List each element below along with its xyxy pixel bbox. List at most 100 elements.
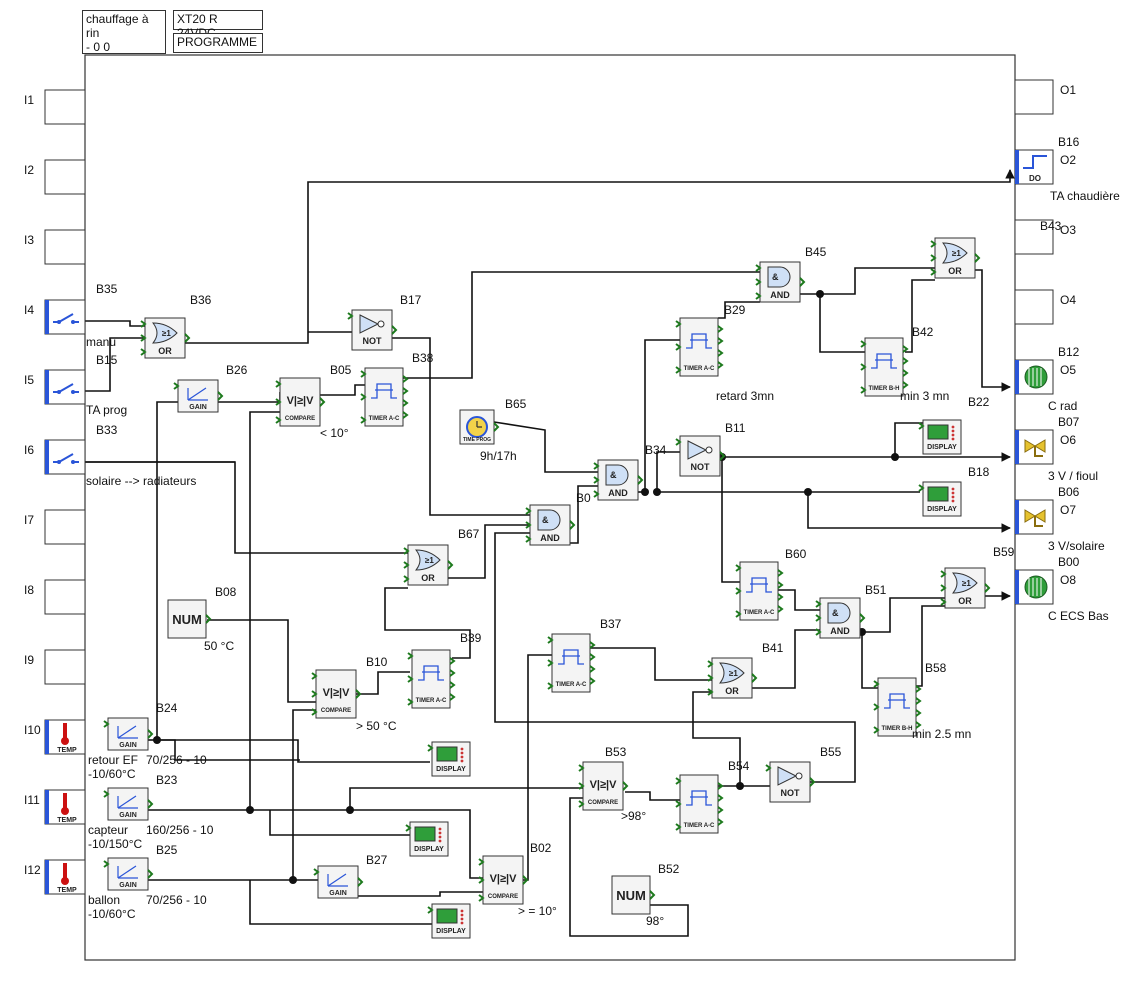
not-block-b17[interactable] xyxy=(351,309,393,351)
compare-block-b05[interactable] xyxy=(279,377,321,427)
block-id-b16: B16 xyxy=(1058,135,1080,149)
gain-block-b23[interactable] xyxy=(107,787,149,821)
block-id-b02: B02 xyxy=(530,841,552,855)
or-gate-label: OR xyxy=(725,686,739,696)
switch-b33[interactable] xyxy=(46,441,84,473)
input-pin xyxy=(735,610,742,618)
num-block-b08[interactable] xyxy=(167,599,207,639)
output-bar-icon xyxy=(1015,150,1019,184)
input-pin xyxy=(755,278,762,286)
output-pin xyxy=(649,890,656,900)
labels: I1I2I3I4I5I6I7I8I9I10I11I12O1O2O3O4O5O6O… xyxy=(24,83,1120,928)
compare-block-b10[interactable] xyxy=(315,669,357,719)
do-label: DO xyxy=(1029,174,1041,183)
temp-bar-icon xyxy=(45,860,49,894)
annotation-b05-compare: < 10° xyxy=(320,426,349,440)
switch-b35[interactable] xyxy=(46,301,84,333)
switch-b15[interactable] xyxy=(46,371,84,403)
desc-b15: TA prog xyxy=(86,403,127,417)
output-pin xyxy=(777,605,784,613)
block-id-b43: B43 xyxy=(1040,219,1062,233)
input-label-i4: I4 xyxy=(24,303,34,317)
and-gate-label: AND xyxy=(608,488,628,498)
gain-block-b26[interactable] xyxy=(177,379,219,413)
and-gate-icon xyxy=(767,266,791,288)
timer-label: TIMER A-C xyxy=(369,416,400,422)
block-id-b07: B07 xyxy=(1058,415,1080,429)
timer-block-b58[interactable] xyxy=(877,677,917,737)
gain-block-b27[interactable] xyxy=(317,865,359,899)
output-label-o8: O8 xyxy=(1060,573,1076,587)
input-pin xyxy=(407,675,414,683)
wire xyxy=(590,647,712,681)
annotation-b52-value: 98° xyxy=(646,914,664,928)
block-id-b24: B24 xyxy=(156,701,178,715)
display-key-icon xyxy=(460,751,464,755)
input-label-i12: I12 xyxy=(24,863,41,877)
wire xyxy=(392,337,530,516)
block-id-b00: B00 xyxy=(1058,555,1080,569)
input-terminal-i7[interactable] xyxy=(44,509,86,545)
switch-contact-icon xyxy=(71,460,75,464)
gain-block-b24[interactable] xyxy=(107,717,149,751)
annotation-b08-value: 50 °C xyxy=(204,639,234,653)
output-pin xyxy=(147,869,154,879)
block-id-b36: B36 xyxy=(190,293,212,307)
or-gate-symbol: ≥1 xyxy=(162,329,171,338)
block-id-b42: B42 xyxy=(912,325,934,339)
switch-contact-icon xyxy=(57,460,61,464)
timer-block-b37[interactable] xyxy=(551,633,591,693)
input-pin xyxy=(675,320,682,328)
output-pin xyxy=(915,685,922,693)
input-label-i6: I6 xyxy=(24,443,34,457)
gain-label: GAIN xyxy=(119,742,137,749)
project-version: - 0 0 xyxy=(86,40,111,54)
input-label-i2: I2 xyxy=(24,163,34,177)
input-terminal-i9[interactable] xyxy=(44,649,86,685)
range-b25: -10/60°C xyxy=(88,907,136,921)
timer-block-b60[interactable] xyxy=(739,561,779,621)
display-label: DISPLAY xyxy=(927,444,957,451)
input-terminal-i8[interactable] xyxy=(44,579,86,615)
block-id-b26: B26 xyxy=(226,363,248,377)
num-block-b52[interactable] xyxy=(611,875,651,915)
timer-block-b05[interactable] xyxy=(364,367,404,427)
timer-block-b29[interactable] xyxy=(679,317,719,377)
input-terminal-i1[interactable] xyxy=(44,89,86,125)
input-terminal-i3[interactable] xyxy=(44,229,86,265)
gain-label: GAIN xyxy=(189,404,207,411)
compare-label: COMPARE xyxy=(285,416,315,422)
gain-block-b25[interactable] xyxy=(107,857,149,891)
input-pin xyxy=(930,240,937,248)
compare-block-b53[interactable] xyxy=(582,761,624,811)
or-gate-symbol: ≥1 xyxy=(962,579,971,588)
not-block-b55[interactable] xyxy=(769,761,811,803)
wire xyxy=(807,492,1011,533)
wire xyxy=(861,632,878,689)
output-bar-icon xyxy=(1015,430,1019,464)
motor-icon xyxy=(1024,365,1048,389)
output-terminal-o1[interactable] xyxy=(1014,79,1054,115)
temp-label: TEMP xyxy=(57,817,77,824)
gain-icon xyxy=(117,865,138,879)
display-key-icon xyxy=(438,831,442,835)
and-gate-symbol: & xyxy=(610,470,617,480)
block-id-b51: B51 xyxy=(865,583,887,597)
input-terminal-i2[interactable] xyxy=(44,159,86,195)
output-terminal-o3[interactable] xyxy=(1014,219,1054,255)
desc-b23: capteur xyxy=(88,823,128,837)
output-pin xyxy=(637,475,644,485)
timer-block-b39[interactable] xyxy=(411,649,451,709)
output-pin xyxy=(717,782,724,790)
output-terminal-o4[interactable] xyxy=(1014,289,1054,325)
input-pin xyxy=(930,254,937,262)
output-pin xyxy=(589,653,596,661)
display-label: DISPLAY xyxy=(436,928,466,935)
output-pin xyxy=(205,614,212,624)
output-label-o1: O1 xyxy=(1060,83,1076,97)
or-gate-label: OR xyxy=(158,346,172,356)
thermometer-bulb-icon xyxy=(61,737,69,745)
not-block-b11[interactable] xyxy=(679,435,721,477)
timer-block-b42[interactable] xyxy=(864,337,904,397)
